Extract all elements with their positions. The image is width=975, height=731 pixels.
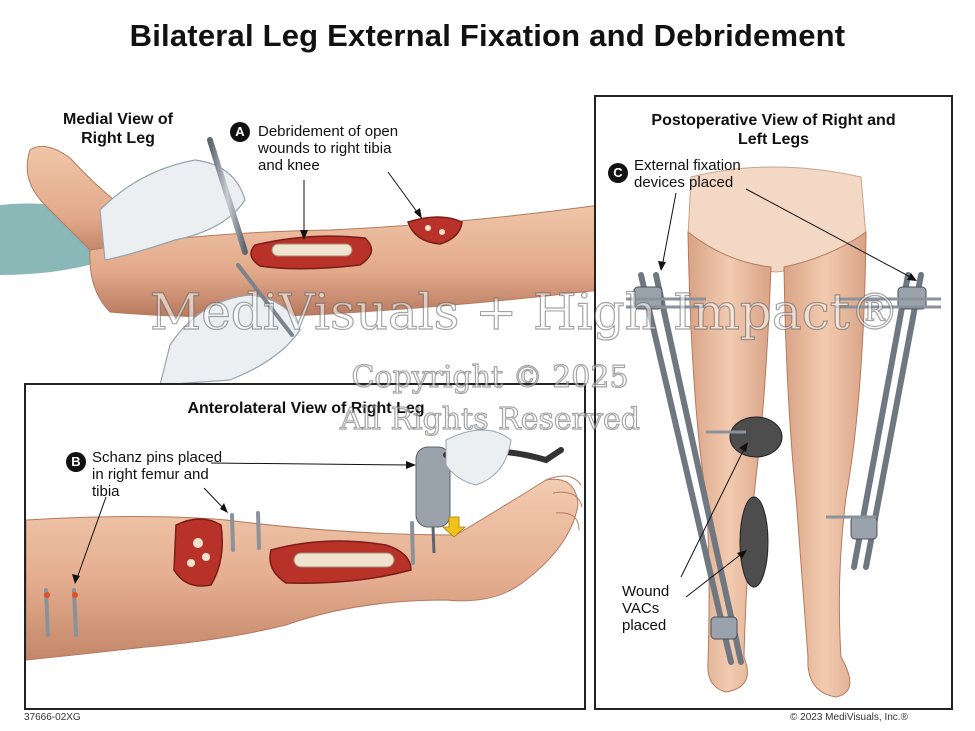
knee-wound-a (407, 216, 463, 245)
external-fixator-right (638, 272, 744, 665)
panel-c-callout-vacs: Wound VACs placed (622, 583, 670, 634)
panel-b: Anterolateral View of Right Leg B Schanz… (24, 383, 586, 710)
knee-wound-b (173, 518, 223, 587)
badge-b: B (66, 452, 86, 472)
panel-c: Postoperative View of Right and Left Leg… (594, 95, 953, 710)
power-drill (415, 429, 564, 554)
forceps (236, 263, 294, 337)
page-title: Bilateral Leg External Fixation and Debr… (129, 18, 846, 53)
panel-b-illustration (26, 429, 583, 661)
panel-a-heading: Medial View of Right Leg (63, 111, 173, 147)
upper-gloved-hand (99, 159, 246, 261)
panel-a-callout: Debridement of open wounds to right tibi… (258, 123, 399, 174)
panel-b-heading: Anterolateral View of Right Leg (187, 400, 425, 417)
left-leg-c (783, 231, 867, 698)
watermark-copyright: Copyright © 2025 (351, 359, 629, 395)
schanz-pins (44, 511, 415, 637)
transfixing-pins (626, 297, 941, 519)
figure-id: 37666-02XG (24, 712, 81, 723)
badge-c: C (608, 163, 628, 183)
badge-a: A (230, 122, 250, 142)
exposed-tibia-b (293, 552, 395, 568)
scalpel (207, 137, 248, 255)
lower-gloved-hand (159, 294, 301, 386)
watermark-rights: All Rights Reserved (339, 401, 640, 437)
watermark-brand: MediVisuals + High Impact® (149, 282, 900, 341)
panel-c-heading: Postoperative View of Right and Left Leg… (651, 112, 896, 148)
exposed-tibia-a (271, 243, 353, 257)
panel-c-illustration (626, 166, 941, 698)
panel-c-callout-fixation: External fixation devices placed (634, 157, 741, 191)
panel-b-callout: Schanz pins placed in right femur and ti… (92, 449, 223, 500)
drill-direction-arrow (441, 516, 467, 538)
wound-vac-upper (729, 416, 783, 458)
wound-vac-lower (739, 496, 769, 588)
copyright-notice: © 2023 MediVisuals, Inc.® (790, 712, 908, 723)
